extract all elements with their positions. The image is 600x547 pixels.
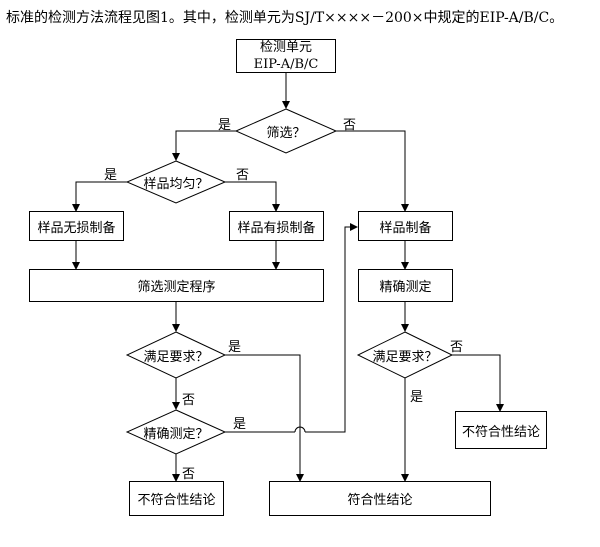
conform-box: 符合性结论 — [269, 481, 491, 516]
uniform-decision-text: 样品均匀？ — [143, 177, 209, 192]
screen-decision-text: 筛选？ — [266, 126, 306, 141]
precise-measure-box: 精确测定 — [358, 269, 453, 302]
precise-yes-label: 是 — [233, 417, 247, 432]
uniform-diamond — [125, 160, 227, 204]
nonconform-left-box: 不符合性结论 — [129, 481, 224, 516]
start-node-line1: 检测单元 — [259, 40, 312, 55]
precise-decision-text: 精确测定？ — [143, 427, 209, 442]
precise-no-label: 否 — [182, 467, 196, 482]
screen-yes-label: 是 — [218, 118, 232, 133]
meets-right-no-label: 否 — [450, 340, 464, 355]
sample-prep-box: 样品制备 — [358, 211, 453, 241]
screen-diamond — [234, 108, 338, 154]
start-node-line2: EIP-A/B/C — [253, 57, 319, 72]
intro-text: 标准的检测方法流程见图1。其中，检测单元为SJ/T××××－200×中规定的EI… — [6, 10, 564, 26]
meets-right-decision-text: 满足要求？ — [372, 350, 438, 365]
meets-left-yes-label: 是 — [228, 340, 242, 355]
nonconform-right-box: 不符合性结论 — [455, 411, 547, 449]
meets-left-decision-text: 满足要求？ — [143, 350, 209, 365]
uniform-yes-label: 是 — [104, 168, 118, 183]
destructive-prep-box: 样品有损制备 — [229, 211, 324, 241]
uniform-no-label: 否 — [236, 168, 250, 183]
screen-no-label: 否 — [343, 118, 357, 133]
start-node: 检测单元 EIP-A/B/C — [236, 39, 336, 73]
meets-left-no-label: 否 — [182, 393, 196, 408]
meets-right-yes-label: 是 — [410, 390, 424, 405]
screen-procedure-box: 筛选测定程序 — [29, 269, 324, 302]
nondestructive-prep-box: 样品无损制备 — [29, 211, 124, 241]
